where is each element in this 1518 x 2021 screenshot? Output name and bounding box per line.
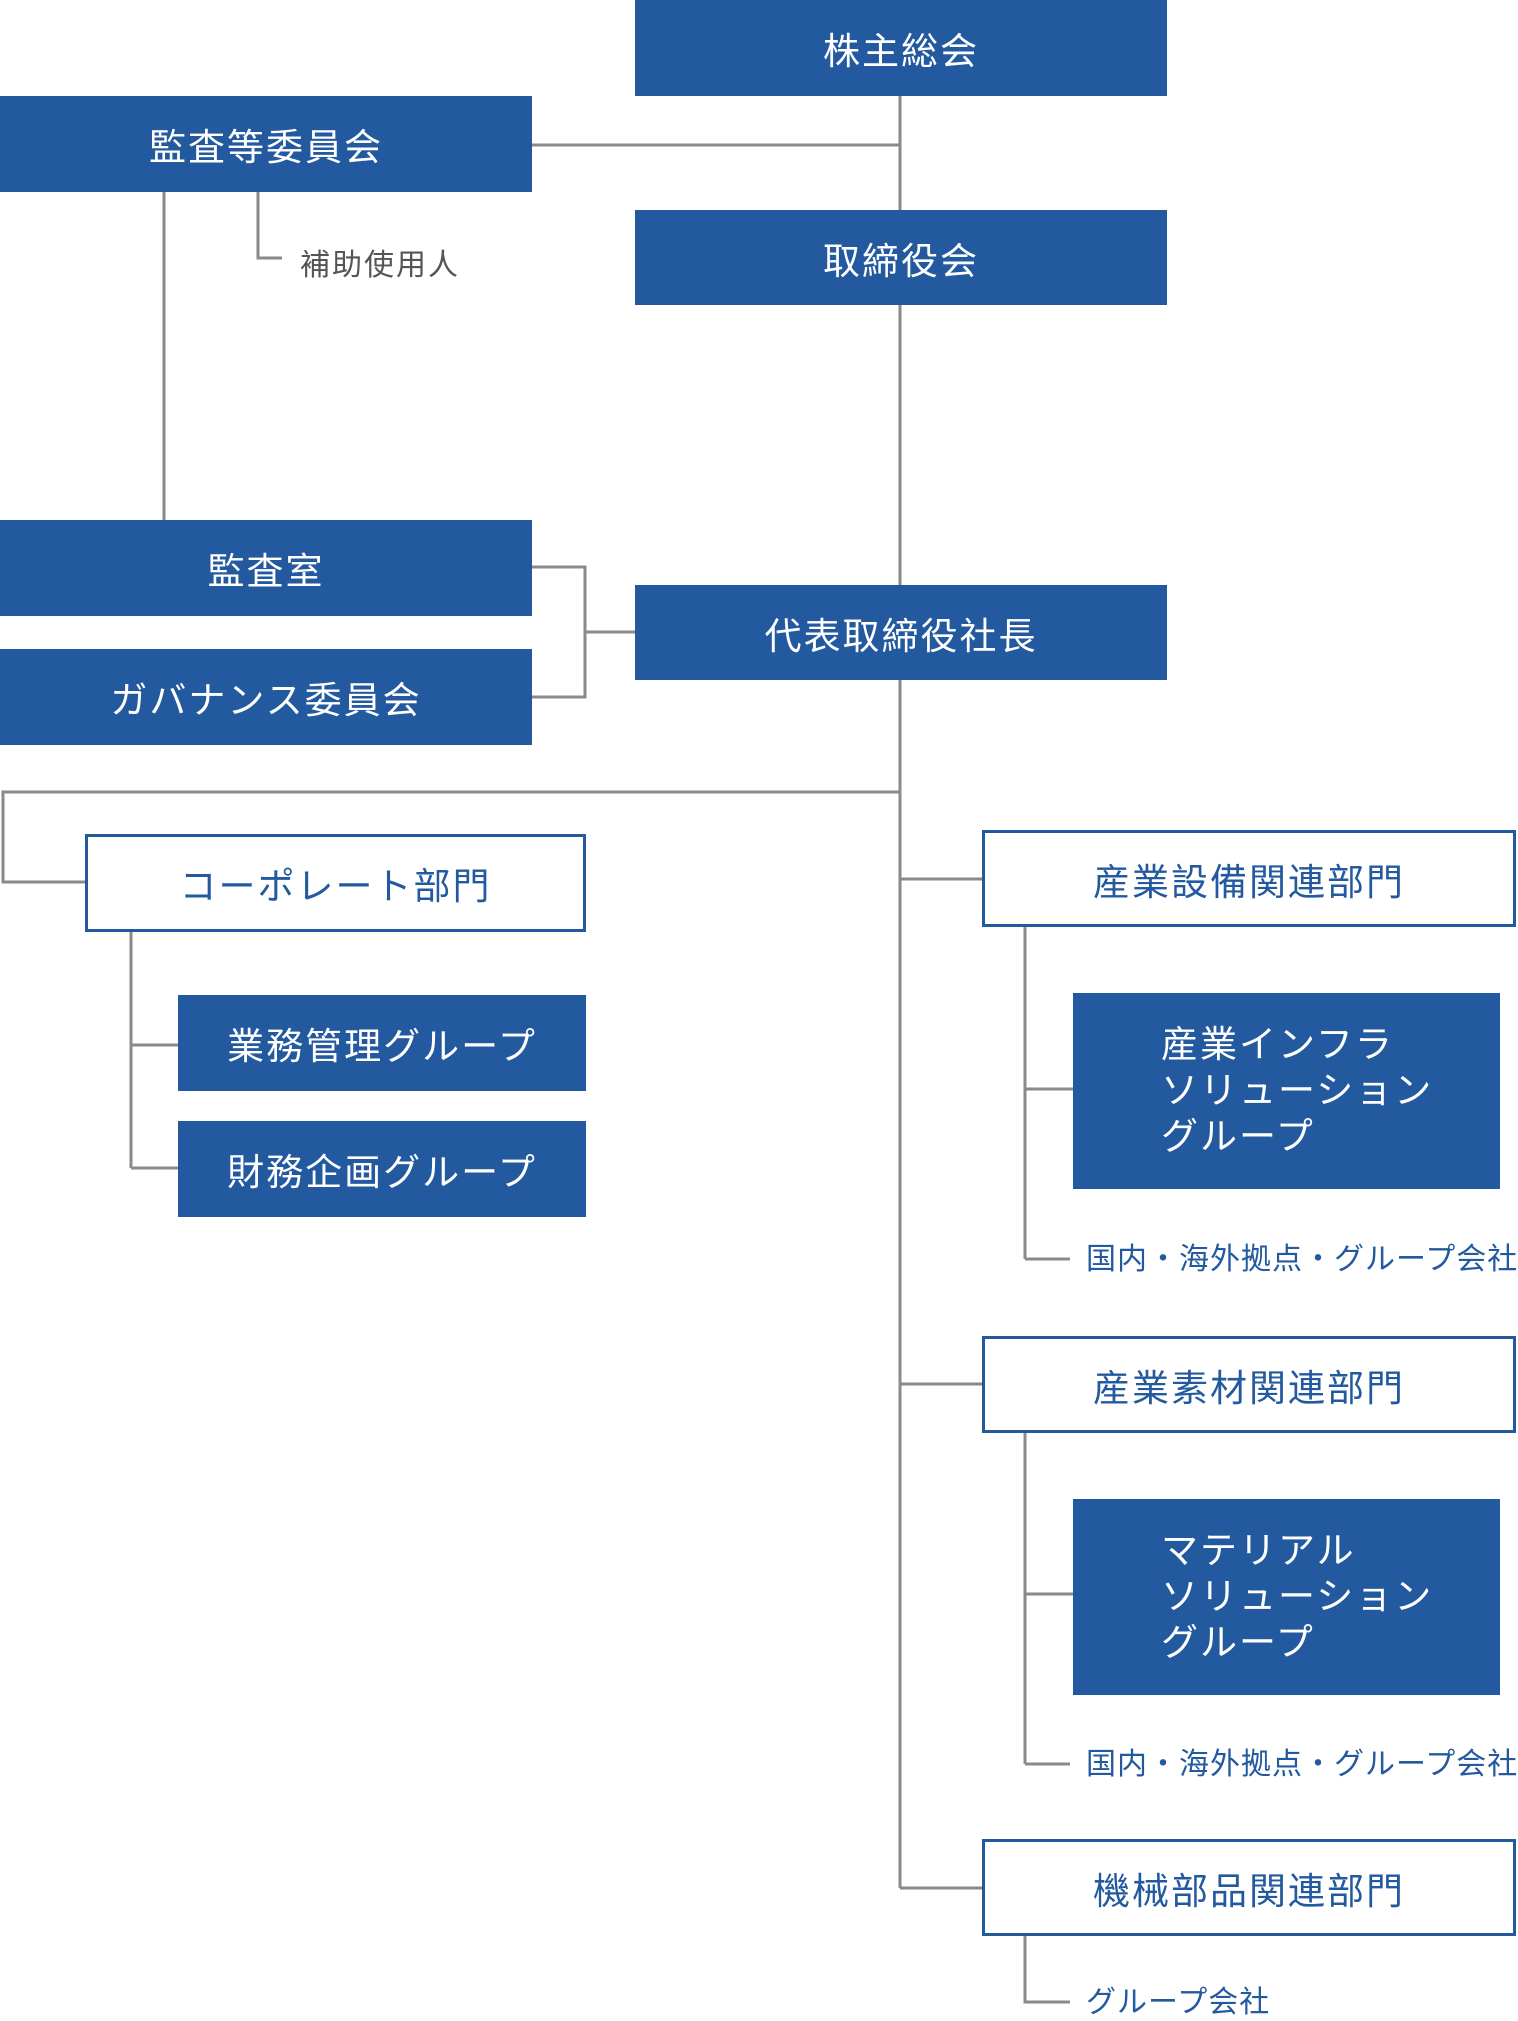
node-industrial-materials-subs: 国内・海外拠点・グループ会社 (1086, 1747, 1518, 1782)
node-audit-committee: 監査等委員会 (0, 96, 532, 192)
node-industrial-infra-group-line-3: グループ (1161, 1115, 1315, 1158)
node-audit-committee-label: 監査等委員会 (149, 126, 383, 169)
node-finance-planning-group: 財務企画グループ (178, 1121, 586, 1217)
connector-bracket-top (532, 565, 587, 699)
node-industrial-equipment-division: 産業設備関連部門 (982, 830, 1516, 927)
node-corporate-division-label: コーポレート部門 (179, 865, 492, 908)
node-industrial-infra-group: 産業インフラ ソリューション グループ (1073, 993, 1500, 1189)
node-machine-parts-division: 機械部品関連部門 (982, 1839, 1516, 1936)
node-industrial-equipment-division-label: 産業設備関連部門 (1093, 860, 1405, 904)
node-governance-committee: ガバナンス委員会 (0, 649, 532, 745)
connector-corporate (1, 790, 900, 884)
node-board-label: 取締役会 (823, 239, 979, 283)
node-industrial-materials-division-label: 産業素材関連部門 (1093, 1366, 1405, 1410)
connector-assistant (256, 192, 282, 260)
node-machine-parts-subs: グループ会社 (1086, 1985, 1271, 2020)
node-material-solution-group-line-1: マテリアル (1161, 1529, 1356, 1572)
node-material-solution-group-line-2: ソリューション (1161, 1575, 1434, 1618)
node-material-solution-group: マテリアル ソリューション グループ (1073, 1499, 1500, 1695)
node-president-label: 代表取締役社長 (764, 614, 1038, 658)
node-industrial-materials-division: 産業素材関連部門 (982, 1336, 1516, 1433)
node-industrial-equipment-subs: 国内・海外拠点・グループ会社 (1086, 1242, 1518, 1277)
node-material-solution-group-line-3: グループ (1161, 1621, 1315, 1664)
node-board: 取締役会 (635, 210, 1167, 305)
node-finance-planning-group-label: 財務企画グループ (227, 1151, 537, 1194)
node-audit-office-label: 監査室 (207, 550, 325, 593)
node-audit-office: 監査室 (0, 520, 532, 616)
node-corporate-division: コーポレート部門 (85, 834, 586, 932)
connector-machine-parts-subs (1023, 1936, 1070, 2004)
node-business-mgmt-group-label: 業務管理グループ (227, 1025, 537, 1068)
node-business-mgmt-group: 業務管理グループ (178, 995, 586, 1091)
node-shareholders: 株主総会 (635, 0, 1167, 96)
node-industrial-infra-group-line-1: 産業インフラ (1161, 1023, 1394, 1066)
node-assistant: 補助使用人 (300, 248, 460, 283)
node-shareholders-label: 株主総会 (823, 30, 979, 73)
node-president: 代表取締役社長 (635, 585, 1167, 680)
node-governance-committee-label: ガバナンス委員会 (110, 679, 422, 722)
node-machine-parts-division-label: 機械部品関連部門 (1093, 1869, 1405, 1913)
node-industrial-infra-group-line-2: ソリューション (1161, 1069, 1434, 1112)
